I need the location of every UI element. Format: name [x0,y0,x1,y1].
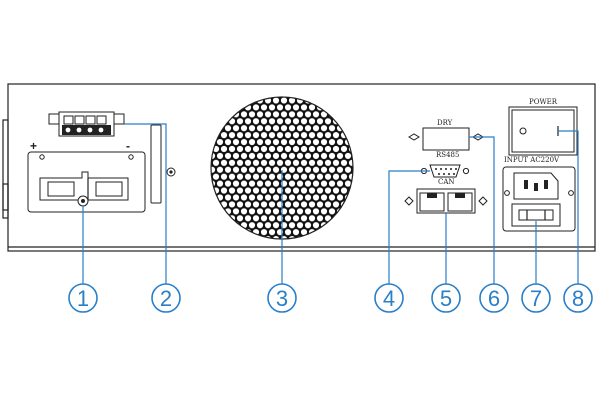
callout-number-3: 3 [276,286,288,311]
rs485-label: RS485 [436,151,459,159]
input-label: INPUT AC220V [504,156,560,164]
plus-label: + [30,139,37,153]
callout-2: 2 [151,283,181,313]
callout-5: 5 [431,283,461,313]
callout-7: 7 [521,283,551,313]
callout-number-5: 5 [440,286,452,311]
power-switch: POWER [508,98,578,156]
dry-label: DRY [437,119,453,127]
power-label: POWER [529,98,558,106]
callout-4: 4 [374,283,404,313]
callout-number-1: 1 [77,286,89,311]
callout-3: 3 [267,283,297,313]
can-port: CAN [404,178,488,214]
callout-number-2: 2 [160,286,172,311]
callout-1: 1 [68,283,98,313]
rs485-port: RS485 [420,151,470,178]
callout-8: 8 [563,283,593,313]
callout-number-6: 6 [488,286,500,311]
leader-line-6 [469,136,495,285]
leader-lines [82,123,579,285]
ac-input-socket: INPUT AC220V [502,156,576,232]
leader-line-2 [124,123,167,285]
leader-line-8 [558,130,579,285]
leader-line-4 [388,170,430,285]
dry-contact-port: DRY [408,119,484,151]
callout-number-7: 7 [530,286,542,311]
battery-terminal-assembly: + - [27,124,176,213]
callout-6: 6 [479,283,509,313]
terminal-block-connector [48,111,125,137]
can-label: CAN [438,178,455,186]
callout-number-8: 8 [572,286,584,311]
minus-label: - [126,139,130,153]
callout-number-4: 4 [383,286,395,311]
device-rear-panel [2,83,596,252]
